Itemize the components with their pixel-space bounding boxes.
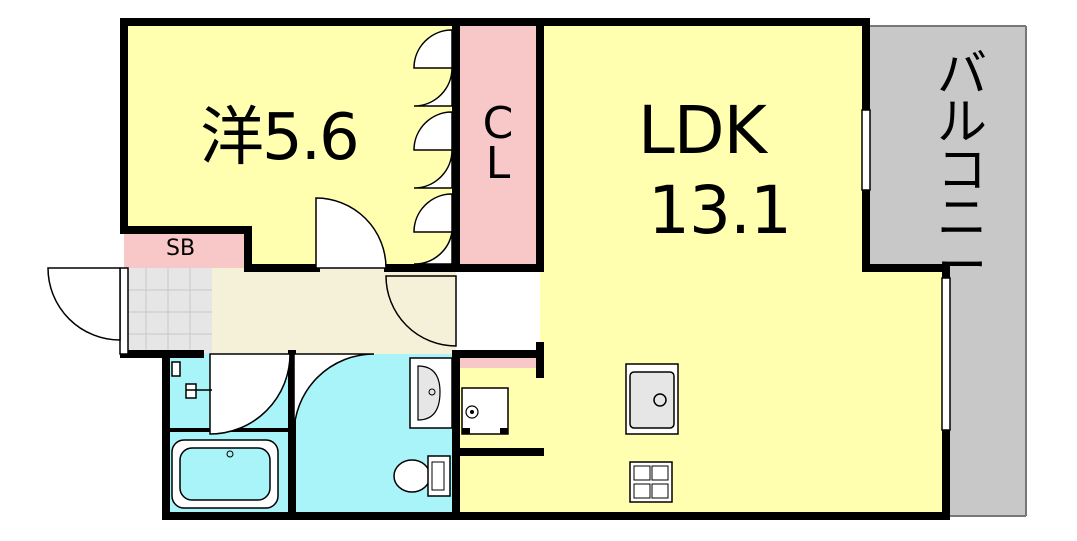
closet-label: C L xyxy=(482,98,514,189)
ldk-floor xyxy=(456,22,946,516)
walls xyxy=(120,18,950,520)
stove-icon xyxy=(629,461,673,503)
faucet-icon xyxy=(171,361,212,399)
bedroom-label: 洋5.6 xyxy=(200,101,360,175)
washbasin-icon xyxy=(409,357,453,429)
shoe-box xyxy=(124,230,248,268)
window xyxy=(861,109,951,431)
shoe-box-label: SB xyxy=(166,236,196,261)
ldk-label: LDK xyxy=(638,92,767,169)
entrance-door-frame xyxy=(119,267,129,355)
door-swing-icon xyxy=(47,197,457,435)
bathtub-icon xyxy=(171,439,279,509)
closet xyxy=(456,22,540,268)
closet-door-icon xyxy=(413,29,453,265)
toilet-icon xyxy=(393,455,451,497)
balcony-label: バルコニー xyxy=(937,45,987,295)
ldk-area-label: 13.1 xyxy=(648,172,792,249)
sink-icon xyxy=(625,363,679,435)
washing-machine-icon xyxy=(461,387,509,435)
